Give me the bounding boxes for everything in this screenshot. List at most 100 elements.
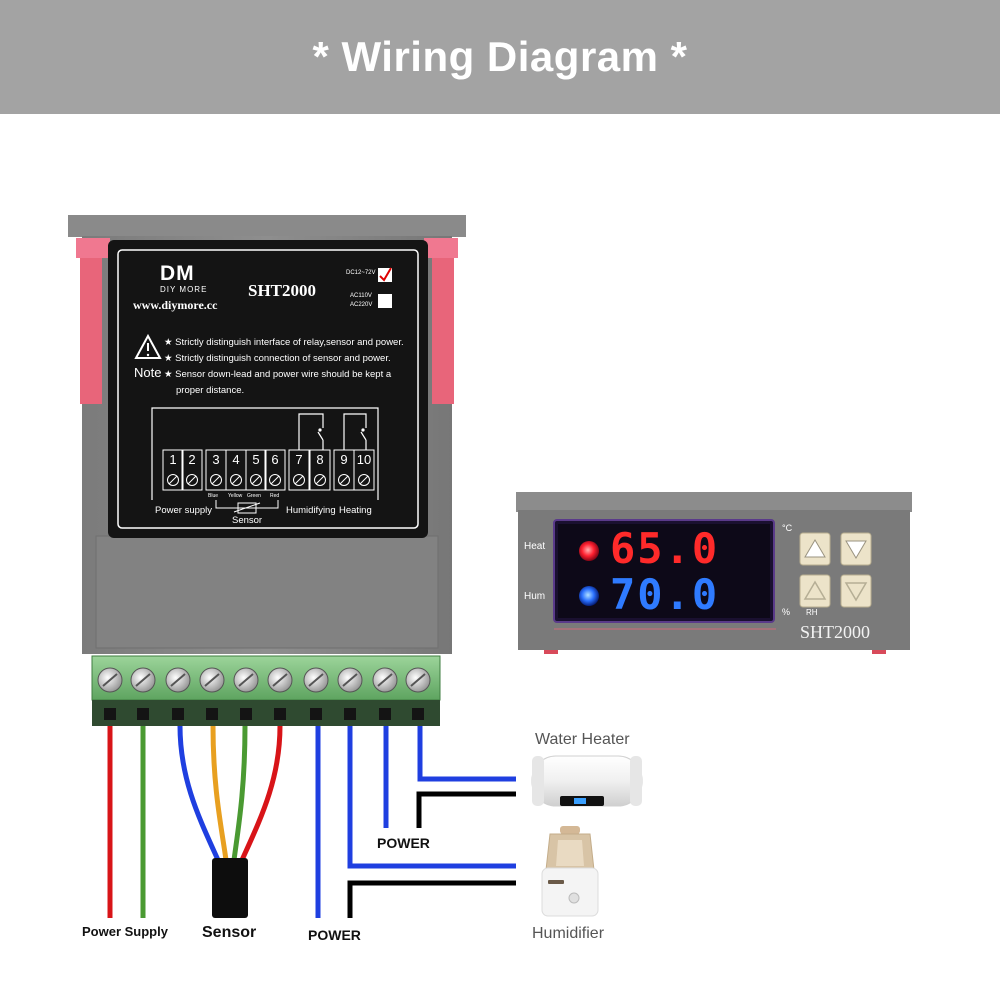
group-label-power-supply: Power supply bbox=[155, 505, 213, 516]
note-item: proper distance. bbox=[176, 385, 245, 396]
heat-label: Heat bbox=[524, 541, 546, 552]
panel-model: SHT2000 bbox=[800, 622, 871, 642]
wire-sensor-yellow bbox=[210, 725, 229, 861]
controller-lower-case bbox=[95, 535, 439, 649]
note-item: ★ Strictly distinguish connection of sen… bbox=[164, 353, 391, 364]
screw-slot bbox=[377, 673, 393, 687]
relay-symbol-humidifying bbox=[298, 413, 324, 450]
group-label-sensor: Sensor bbox=[232, 515, 263, 526]
brand-logo: DM bbox=[160, 262, 195, 285]
up-arrow-icon bbox=[804, 539, 826, 558]
wire-slot bbox=[379, 708, 391, 720]
down-arrow-outline-icon bbox=[844, 582, 868, 602]
label-humidifier: Humidifier bbox=[532, 925, 605, 942]
terminal-frame bbox=[151, 407, 379, 500]
temperature-readout: 65.0 bbox=[610, 524, 720, 573]
label-terminal-box bbox=[288, 449, 310, 491]
note-item: ★ Sensor down-lead and power wire should… bbox=[164, 369, 392, 380]
heat-indicator-led bbox=[579, 541, 599, 561]
note-label: Note bbox=[134, 365, 162, 380]
page-title: * Wiring Diagram * bbox=[312, 33, 688, 80]
terminal-number: 4 bbox=[232, 452, 240, 467]
controller-label-border bbox=[117, 249, 419, 529]
humidifier-base bbox=[541, 867, 599, 917]
humidifier-image bbox=[541, 826, 599, 917]
voltage-option-ac220: AC220V bbox=[350, 302, 373, 308]
note-list: ★ Strictly distinguish interface of rela… bbox=[164, 335, 404, 399]
sensor-wire-red-label: Red bbox=[270, 493, 280, 499]
up-arrow-outline-icon bbox=[803, 580, 827, 600]
right-clip bbox=[432, 246, 454, 404]
front-top-bezel bbox=[516, 492, 912, 512]
right-clip-top bbox=[424, 238, 458, 258]
temp-unit: °C bbox=[782, 523, 793, 533]
terminal-screws bbox=[97, 667, 431, 720]
terminal-number: 8 bbox=[316, 452, 324, 467]
brand-website: www.diymore.cc bbox=[133, 298, 218, 312]
header-banner: * Wiring Diagram * bbox=[0, 0, 1000, 114]
label-terminal-strip bbox=[162, 449, 375, 491]
wire-slot bbox=[172, 708, 184, 720]
left-clip-top bbox=[76, 238, 110, 258]
down-arrow-icon bbox=[845, 540, 867, 559]
terminal-number: 5 bbox=[252, 452, 260, 467]
controller-front-view bbox=[516, 492, 912, 654]
screw-slot bbox=[204, 673, 220, 687]
wire-slot bbox=[412, 708, 424, 720]
rh-label: RH bbox=[806, 608, 818, 617]
terminal-number: 6 bbox=[271, 452, 279, 467]
voltage-checkbox-ac bbox=[378, 294, 392, 308]
label-sensor: Sensor bbox=[202, 924, 257, 941]
hum-up-button[interactable] bbox=[799, 574, 831, 608]
hum-label: Hum bbox=[524, 591, 546, 602]
wire-slot bbox=[240, 708, 252, 720]
wires bbox=[107, 725, 516, 918]
relay-symbol-heating bbox=[343, 413, 367, 450]
screw-slot bbox=[135, 673, 151, 687]
sensor-cable bbox=[212, 858, 248, 918]
left-clip bbox=[80, 246, 102, 404]
wire-slot bbox=[310, 708, 322, 720]
label-screw-icon bbox=[186, 474, 198, 486]
label-screw-icon bbox=[210, 474, 222, 486]
hum-unit: % bbox=[782, 607, 791, 617]
wire-slot bbox=[344, 708, 356, 720]
wire-slot bbox=[137, 708, 149, 720]
label-water-heater: Water Heater bbox=[535, 731, 630, 748]
label-screw-icon bbox=[250, 474, 262, 486]
controller-label-plate bbox=[108, 240, 428, 538]
label-screw-icon bbox=[167, 474, 179, 486]
wire-sensor-green bbox=[231, 725, 248, 861]
terminal-number: 9 bbox=[340, 452, 348, 467]
voltage-option-ac110: AC110V bbox=[350, 293, 372, 299]
group-label-humidifying: Humidifying bbox=[286, 505, 336, 516]
wire-humidifier-black bbox=[347, 880, 516, 918]
sensor-symbol bbox=[237, 502, 257, 514]
controller-top-bezel bbox=[68, 215, 466, 237]
terminal-number: 3 bbox=[212, 452, 220, 467]
label-power-mid: POWER bbox=[377, 835, 430, 851]
screw-slot bbox=[410, 673, 426, 687]
wire-slot bbox=[104, 708, 116, 720]
label-terminal-box bbox=[245, 449, 267, 491]
terminal-number: 1 bbox=[169, 452, 177, 467]
screw-slot bbox=[272, 673, 288, 687]
terminal-number: 2 bbox=[188, 452, 196, 467]
sensor-wire-yellow-label: Yellow bbox=[228, 493, 243, 499]
wire-heater-blue bbox=[417, 726, 516, 782]
wire-humidifier-blue bbox=[347, 726, 516, 869]
screw-slot bbox=[308, 673, 324, 687]
label-screw-icon bbox=[293, 474, 305, 486]
hum-indicator-led bbox=[579, 586, 599, 606]
label-model: SHT2000 bbox=[248, 281, 317, 300]
voltage-option-dc: DC12~72V bbox=[346, 270, 376, 276]
label-terminal-box bbox=[264, 449, 286, 491]
label-screw-icon bbox=[314, 474, 326, 486]
label-terminal-box bbox=[353, 449, 375, 491]
screw-slot bbox=[170, 673, 186, 687]
wire-sensor-red bbox=[239, 725, 283, 862]
hum-down-button[interactable] bbox=[840, 574, 872, 608]
humidity-readout: 70.0 bbox=[610, 570, 720, 619]
sensor-wire-green-label: Green bbox=[247, 493, 261, 499]
